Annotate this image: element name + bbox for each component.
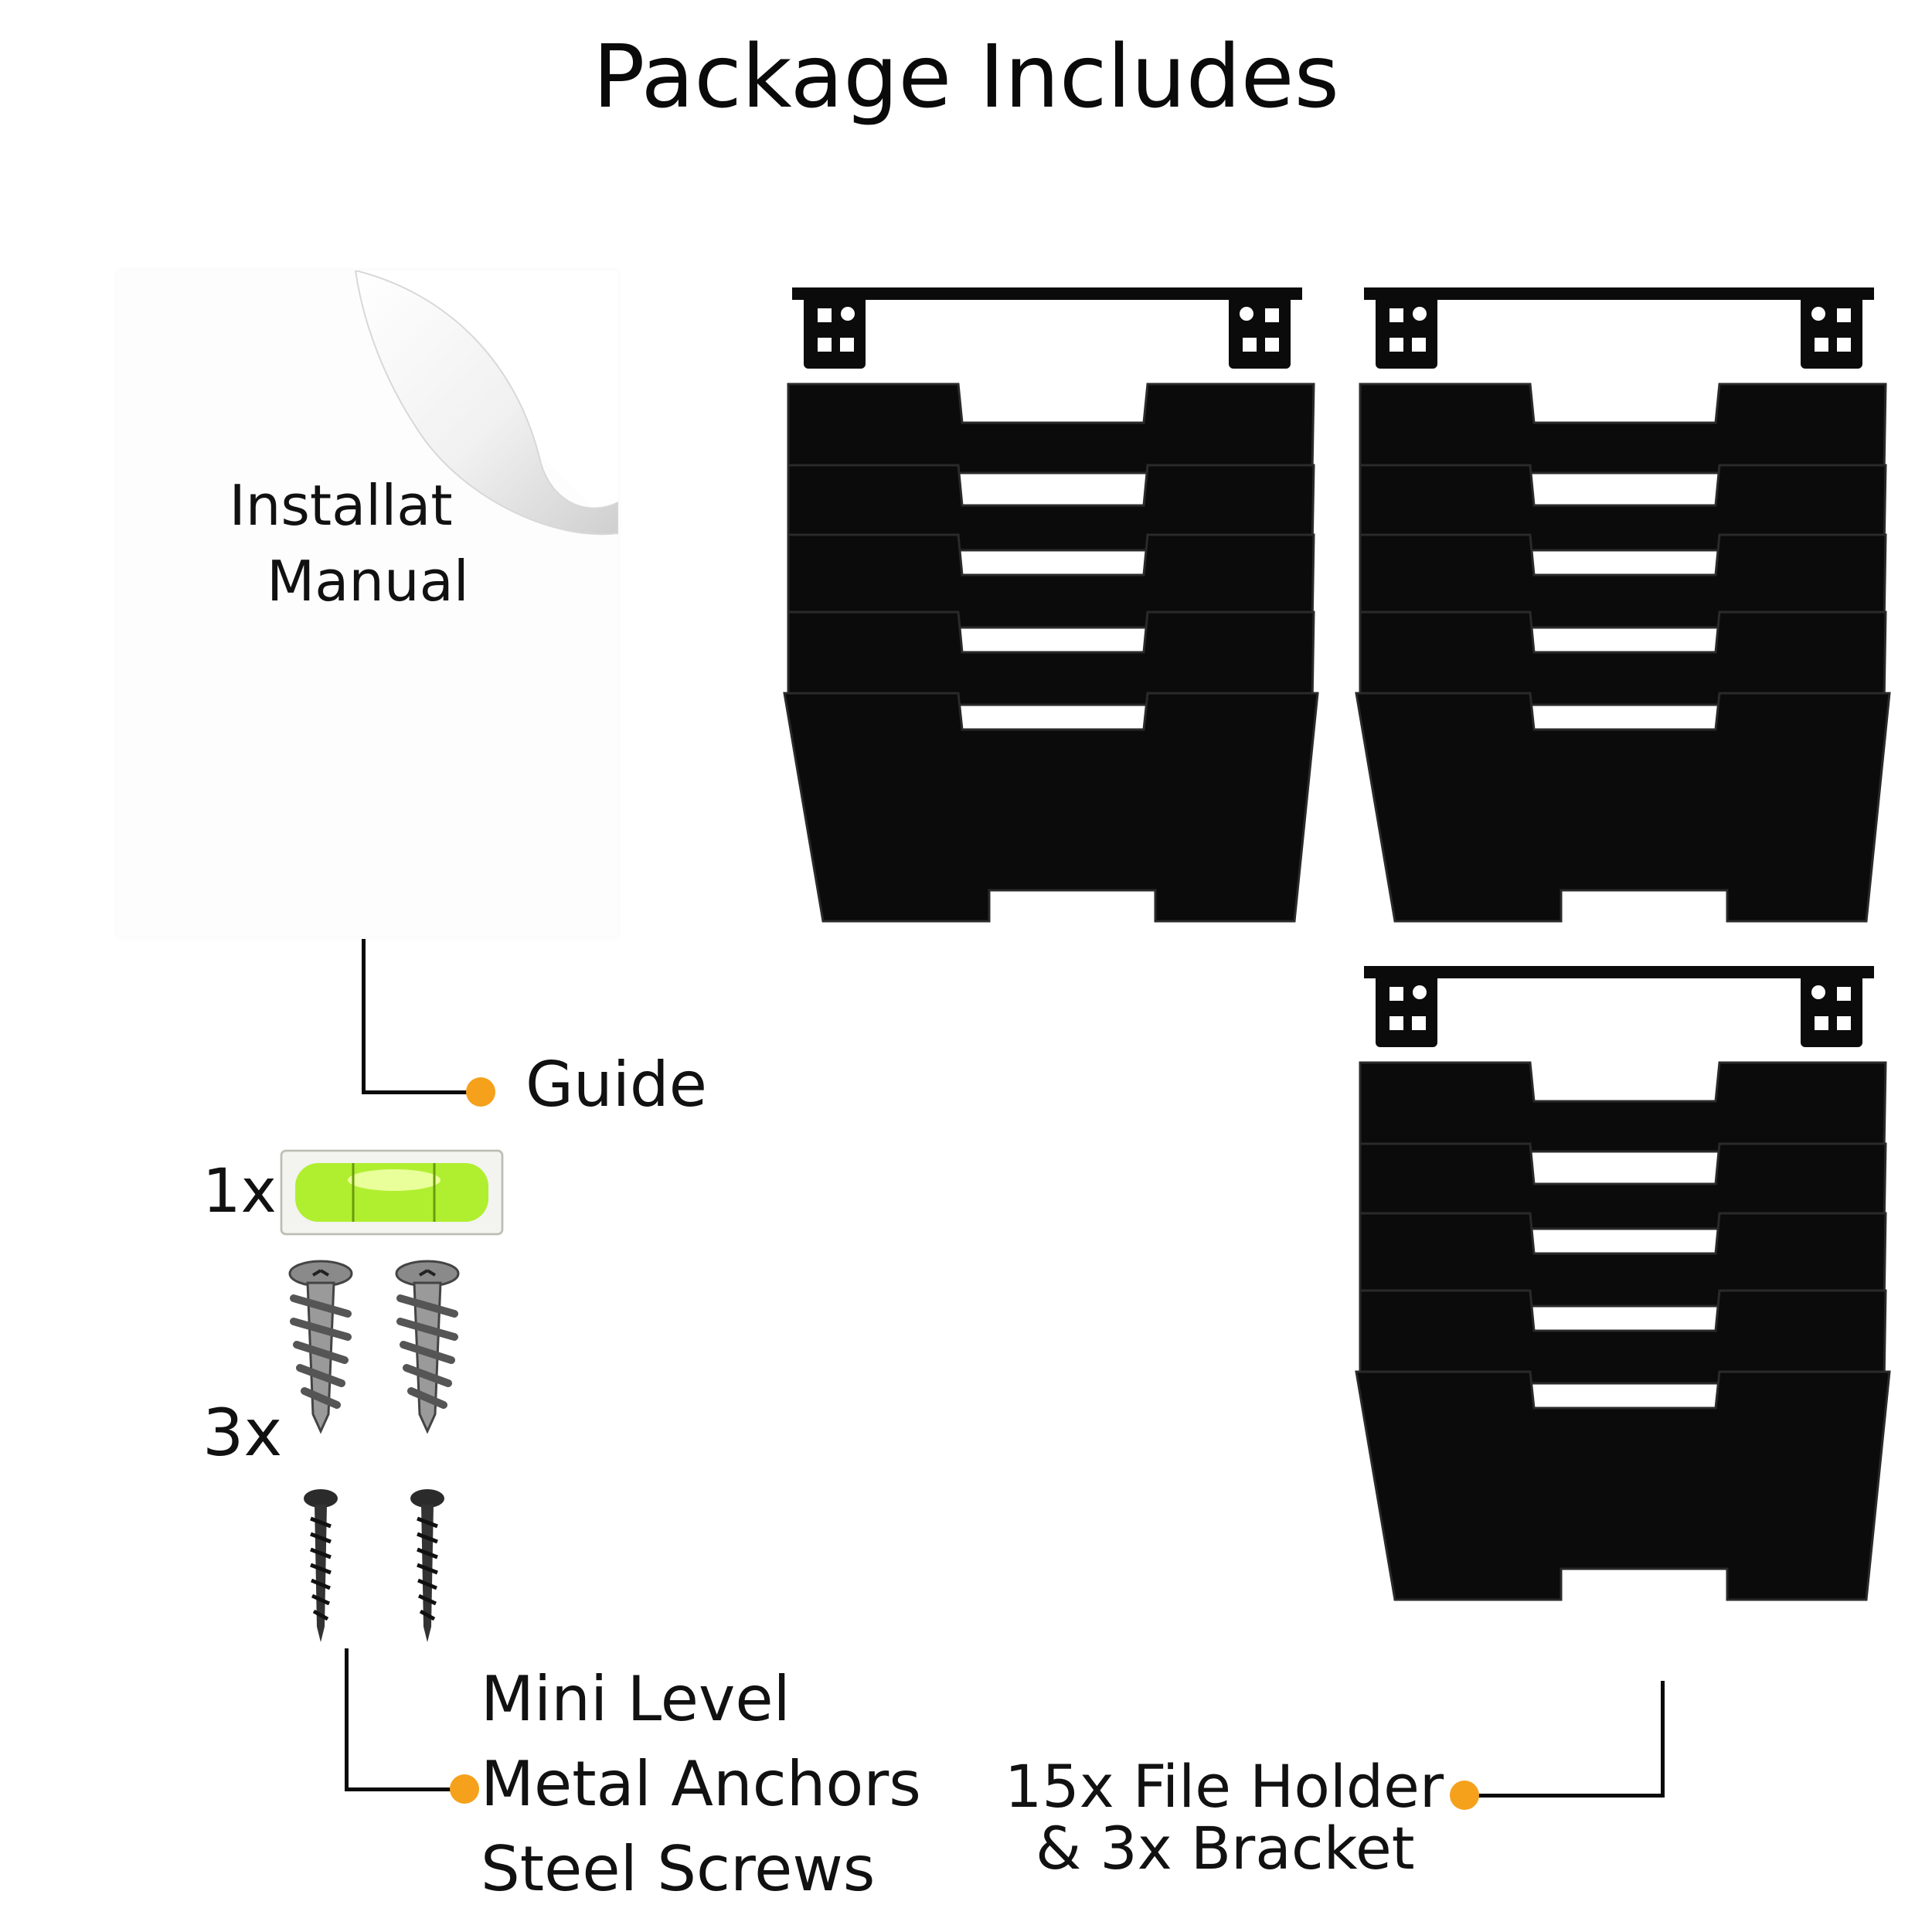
manual-title-line2: Manual: [267, 549, 469, 614]
file-holder-set: [1355, 287, 1891, 923]
holder-dot: [1450, 1781, 1479, 1810]
file-holder-set: [783, 287, 1319, 923]
holder-connector-horizontal: [1464, 1794, 1665, 1798]
file-holder-label-line1: 15x File Holder: [1005, 1752, 1444, 1821]
metal-anchors-label: Metal Anchors: [481, 1748, 921, 1820]
anchor-quantity: 3x: [202, 1395, 283, 1471]
manual-title: Installat Manual: [117, 468, 618, 619]
file-holder-set: [1355, 966, 1891, 1601]
page-title: Package Includes: [593, 27, 1339, 128]
hardware-connector-horizontal: [345, 1787, 461, 1791]
guide-connector-horizontal: [362, 1090, 478, 1094]
steel-screw-icon: [304, 1489, 338, 1642]
holder-connector-vertical: [1661, 1681, 1665, 1797]
page-curl-icon: [354, 270, 618, 536]
mini-level-icon: [280, 1149, 504, 1236]
hardware-dot: [450, 1774, 479, 1804]
guide-dot: [466, 1077, 495, 1107]
guide-label: Guide: [526, 1049, 707, 1121]
installation-manual: Installat Manual: [117, 270, 618, 937]
steel-screw-icon: [410, 1489, 444, 1642]
mini-level-label: Mini Level: [481, 1663, 791, 1735]
steel-screws-label: Steel Screws: [481, 1833, 876, 1905]
metal-anchor-icon: [288, 1260, 353, 1434]
file-holder-label-line2: & 3x Bracket: [1036, 1814, 1415, 1883]
hardware-connector-vertical: [345, 1648, 349, 1791]
level-quantity: 1x: [202, 1157, 277, 1226]
manual-title-line1: Installat: [229, 473, 453, 538]
metal-anchor-icon: [395, 1260, 460, 1434]
guide-connector-vertical: [362, 939, 366, 1094]
